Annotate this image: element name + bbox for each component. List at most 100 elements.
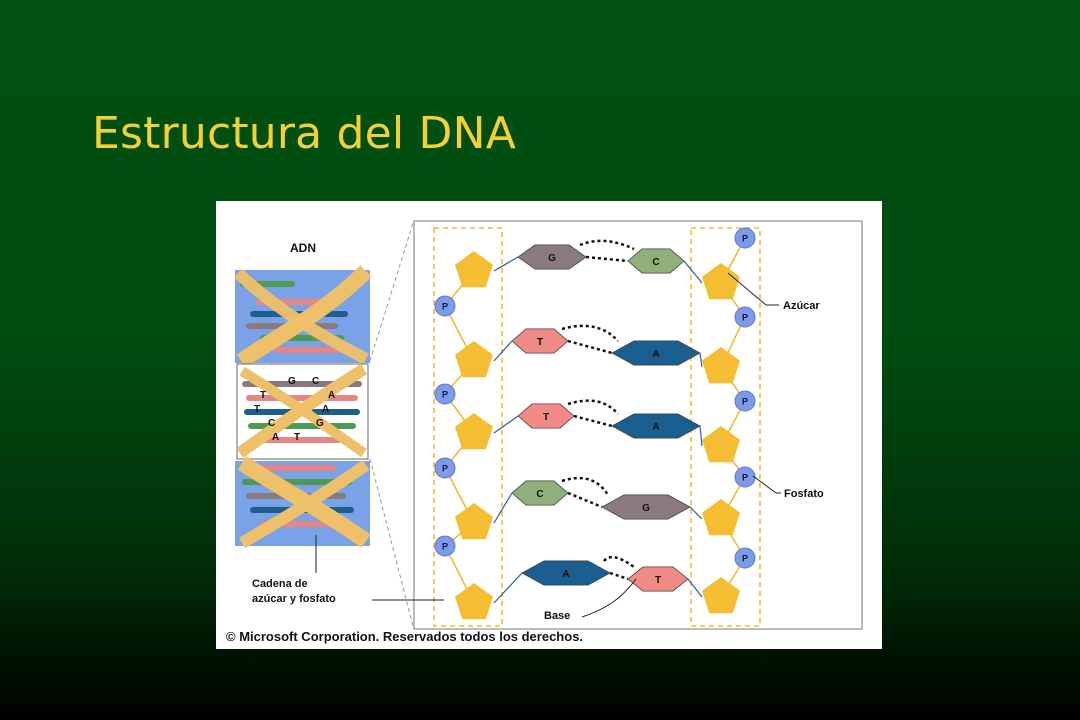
base-stem — [687, 578, 703, 598]
phosphate-label: P — [742, 554, 748, 564]
base-label: G — [548, 253, 556, 264]
sugar-leader-line — [727, 272, 767, 306]
helix-letter: G — [288, 376, 296, 387]
phosphate-circle — [734, 547, 756, 569]
sugars-right — [702, 263, 740, 614]
base-hexagon — [611, 340, 701, 366]
base-stem — [699, 352, 703, 368]
hydrogen-bond — [567, 399, 619, 415]
base-hexagon — [511, 328, 569, 354]
helix-letter: C — [268, 418, 275, 429]
sugar-pentagon — [455, 413, 493, 450]
base-label: G — [642, 503, 650, 514]
helix-panel-bottom — [235, 456, 371, 549]
phosphate-circle — [734, 306, 756, 328]
phosphate-label: P — [742, 473, 748, 483]
base-leader-line — [581, 578, 637, 618]
base-stem — [493, 492, 513, 524]
base-hexagon — [611, 413, 701, 439]
copyright-notice: © Microsoft Corporation. Reservados todo… — [226, 629, 583, 644]
hydrogen-bond — [585, 255, 629, 263]
phosphate-label: P — [442, 464, 448, 474]
label-backbone-line2: azúcar y fosfato — [252, 593, 336, 605]
base-stem — [689, 506, 703, 520]
hydrogen-bond — [579, 239, 635, 251]
helix-panel-top — [233, 265, 372, 368]
backbone-link — [720, 237, 746, 598]
sugars-left — [455, 251, 493, 620]
helix-letter: A — [322, 404, 329, 415]
hydrogen-bond — [561, 324, 619, 342]
sugar-pentagon — [702, 426, 740, 463]
hydrogen-bond — [603, 555, 635, 569]
zoom-connector-bottom — [369, 458, 414, 627]
base-label: A — [562, 569, 569, 580]
base-hexagon — [521, 560, 611, 586]
helix-letter: T — [294, 432, 300, 443]
helix-letter: T — [254, 404, 260, 415]
helix-letter: A — [272, 432, 279, 443]
base-label: T — [537, 337, 543, 348]
hydrogen-bond — [567, 339, 613, 355]
base-hexagon — [601, 494, 691, 520]
base-hexagon — [517, 403, 575, 429]
base-label: T — [543, 412, 549, 423]
sugar-pentagon — [455, 503, 493, 540]
base-hexagon — [517, 244, 587, 270]
phosphate-circle — [434, 383, 456, 405]
base-stem — [699, 425, 703, 447]
phosphate-circle — [434, 457, 456, 479]
label-base: Base — [544, 610, 570, 622]
sugar-pentagon — [702, 577, 740, 614]
adn-heading: ADN — [290, 241, 316, 255]
phosphate-circle — [734, 227, 756, 249]
sugar-pentagon — [702, 263, 740, 300]
sugar-pentagon — [455, 341, 493, 378]
phosphate-label: P — [442, 542, 448, 552]
phosphates-right: P P P P P — [734, 227, 756, 569]
hydrogen-bond — [573, 414, 613, 428]
label-backbone-line1: Cadena de — [252, 578, 308, 590]
phosphate-label: P — [442, 302, 448, 312]
phosphate-label: P — [442, 390, 448, 400]
base-stem — [683, 260, 703, 284]
label-sugar: Azúcar — [783, 300, 820, 312]
zoom-connector-top — [369, 222, 414, 362]
left-backbone-box — [433, 227, 503, 627]
phosphate-circle — [734, 390, 756, 412]
slide-title: Estructura del DNA — [92, 108, 517, 159]
base-label: C — [536, 489, 543, 500]
helix-letter: T — [260, 390, 266, 401]
phosphate-leader-line — [752, 475, 777, 494]
base-stem — [493, 256, 519, 272]
hydrogen-bond — [567, 491, 603, 509]
phosphate-label: P — [742, 234, 748, 244]
sugar-pentagon — [702, 347, 740, 384]
sugar-pentagon — [455, 583, 493, 620]
sugar-pentagon — [455, 251, 493, 288]
base-hexagon — [627, 248, 685, 274]
base-hexagon — [627, 566, 689, 592]
base-stem — [493, 415, 519, 434]
phosphates-left: P P P P — [434, 295, 456, 557]
phosphate-circle — [434, 295, 456, 317]
helix-panel-middle — [236, 363, 369, 460]
hydrogen-bond — [561, 476, 610, 496]
helix-letter: C — [312, 376, 319, 387]
base-label: T — [655, 575, 661, 586]
base-stem — [493, 572, 523, 604]
base-hexagon — [511, 480, 569, 506]
base-label: A — [652, 349, 659, 360]
phosphate-circle — [434, 535, 456, 557]
helix-letter: G — [316, 418, 324, 429]
sugar-pentagon — [702, 499, 740, 536]
base-stem — [493, 340, 513, 362]
base-label: A — [652, 422, 659, 433]
phosphate-label: P — [742, 313, 748, 323]
phosphate-label: P — [742, 397, 748, 407]
helix-letter: A — [328, 390, 335, 401]
label-phosphate: Fosfato — [784, 488, 824, 500]
